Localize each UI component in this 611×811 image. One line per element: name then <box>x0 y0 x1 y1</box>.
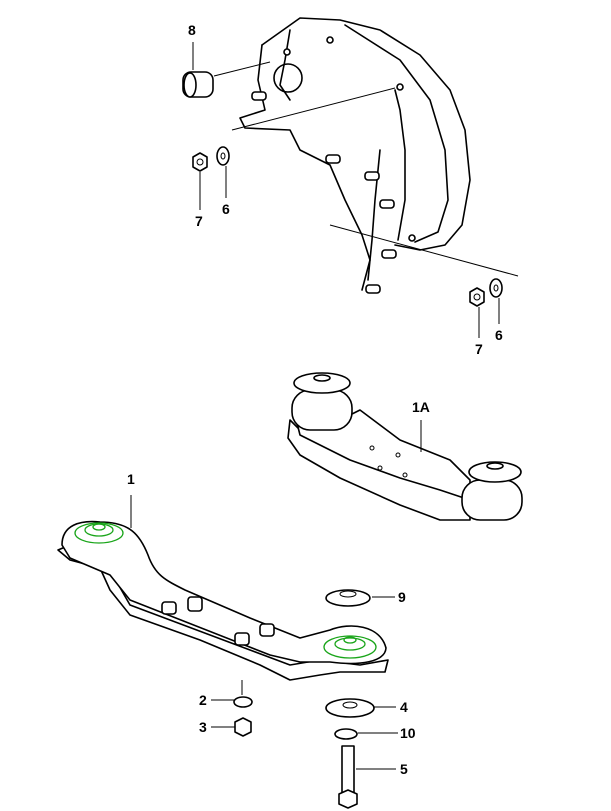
part-6-washer-right <box>489 278 503 324</box>
callout-6-right[interactable]: 6 <box>495 327 503 343</box>
part-4-washer <box>325 698 396 718</box>
callout-7-right[interactable]: 7 <box>475 341 483 357</box>
part-9-washer <box>325 589 395 607</box>
part-3-nut <box>211 717 252 737</box>
transmission-housing <box>213 17 519 294</box>
studs <box>251 91 397 294</box>
part-6-washer-top <box>216 146 230 198</box>
callout-1[interactable]: 1 <box>127 471 135 487</box>
callout-3[interactable]: 3 <box>199 719 207 735</box>
part-1A-crossmember <box>287 372 523 521</box>
callout-8[interactable]: 8 <box>188 22 196 38</box>
part-7-nut-right <box>469 287 485 338</box>
callout-1A[interactable]: 1A <box>412 399 430 415</box>
callout-6-top[interactable]: 6 <box>222 201 230 217</box>
part-7-nut-top <box>192 152 208 210</box>
callout-5[interactable]: 5 <box>400 761 408 777</box>
callout-10[interactable]: 10 <box>400 725 416 741</box>
part-10-washer <box>334 728 398 740</box>
part-5-bolt <box>338 745 396 809</box>
callout-4[interactable]: 4 <box>400 699 408 715</box>
part-2-washer <box>211 696 253 708</box>
part-1-crossmember <box>57 495 389 695</box>
part-8-bushing <box>182 42 214 98</box>
callout-9[interactable]: 9 <box>398 589 406 605</box>
callout-2[interactable]: 2 <box>199 692 207 708</box>
callout-7-top[interactable]: 7 <box>195 213 203 229</box>
